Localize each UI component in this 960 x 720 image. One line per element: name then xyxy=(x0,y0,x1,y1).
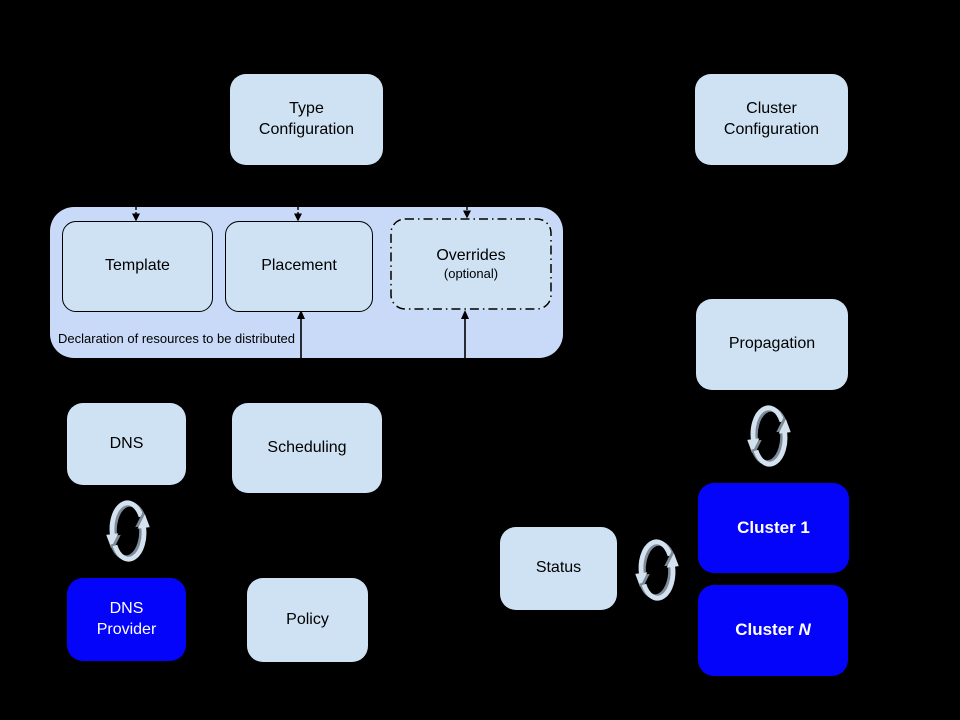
sync-icon-status xyxy=(635,539,679,601)
sync-icon-propagation xyxy=(747,405,791,467)
node-label: DNS xyxy=(109,599,144,617)
node-label: Cluster N xyxy=(735,620,811,640)
node-cluster-n: Cluster N xyxy=(698,585,848,676)
arrow-solid-into-overrides-icon xyxy=(461,310,469,358)
node-label: Policy xyxy=(286,610,329,628)
node-placement: Placement xyxy=(225,221,373,312)
node-propagation: Propagation xyxy=(696,299,848,390)
node-policy: Policy xyxy=(247,578,368,662)
node-sublabel: (optional) xyxy=(443,265,499,281)
node-label: Cluster 1 xyxy=(737,517,810,537)
sync-icon-dns xyxy=(106,500,150,562)
node-dns-provider: DNS Provider xyxy=(67,578,186,661)
resource-declaration-group: Template Placement Overrides (optional) … xyxy=(50,207,563,358)
arrow-dashed-into-template-icon xyxy=(132,207,140,222)
node-label: Provider xyxy=(96,620,157,638)
arrow-dashed-into-placement-icon xyxy=(294,207,302,222)
node-overrides: Overrides (optional) xyxy=(390,218,552,310)
node-template: Template xyxy=(62,221,213,312)
node-dns: DNS xyxy=(67,403,186,485)
node-label: Scheduling xyxy=(267,438,347,456)
node-label: DNS xyxy=(109,434,144,452)
group-caption: Declaration of resources to be distribut… xyxy=(58,331,296,346)
node-scheduling: Scheduling xyxy=(232,403,382,493)
node-label: Propagation xyxy=(728,335,816,353)
node-label: Configuration xyxy=(723,120,820,138)
node-status: Status xyxy=(500,527,617,610)
arrow-dashed-into-overrides-icon xyxy=(463,207,471,219)
node-label: Status xyxy=(535,559,582,577)
arrow-solid-into-placement-icon xyxy=(297,310,305,358)
node-cluster-configuration: Cluster Configuration xyxy=(695,74,848,165)
node-cluster-1: Cluster 1 xyxy=(698,483,849,573)
node-label: Overrides xyxy=(436,247,506,265)
node-label: Template xyxy=(105,257,170,275)
node-type-configuration: Type Configuration xyxy=(230,74,383,165)
node-label: Cluster xyxy=(746,99,797,117)
node-label: Placement xyxy=(261,257,337,275)
node-label: Configuration xyxy=(258,120,355,138)
node-label: Type xyxy=(289,99,324,117)
